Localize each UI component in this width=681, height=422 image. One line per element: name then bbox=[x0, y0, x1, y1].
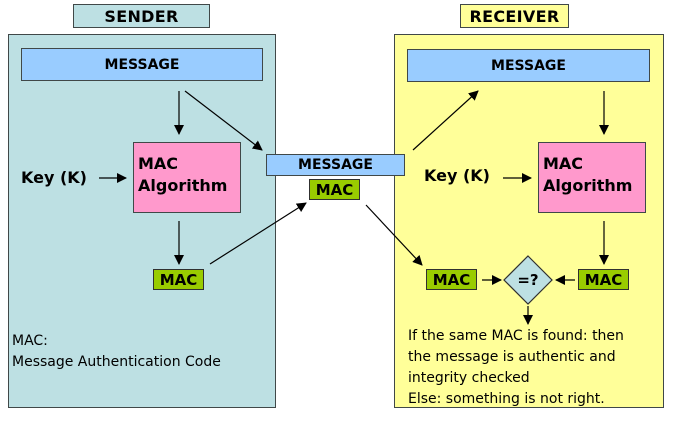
receiver-note-line: Else: something is not right. bbox=[408, 391, 605, 407]
sender-mac-box: MAC bbox=[153, 269, 204, 290]
sender-mac-algorithm-box: MAC Algorithm bbox=[133, 142, 241, 213]
sender-key-label: Key (K) bbox=[21, 168, 87, 187]
receiver-received-mac-box: MAC bbox=[426, 269, 477, 290]
receiver-note-line: the message is authentic and bbox=[408, 349, 616, 365]
sender-note-line: MAC: bbox=[12, 333, 48, 349]
arrow-transit-mac-to-receiver-mac bbox=[365, 204, 423, 266]
sender-note: MAC: Message Authentication Code bbox=[12, 331, 221, 373]
transit-mac-box: MAC bbox=[309, 179, 360, 200]
compare-diamond bbox=[503, 255, 553, 305]
arrow-transit-to-receiver-message bbox=[412, 90, 479, 151]
receiver-mac-algorithm-box: MAC Algorithm bbox=[538, 142, 646, 213]
receiver-computed-mac-box: MAC bbox=[578, 269, 629, 290]
receiver-key-label: Key (K) bbox=[424, 166, 490, 185]
sender-note-line: Message Authentication Code bbox=[12, 354, 221, 370]
receiver-note: If the same MAC is found: then the messa… bbox=[408, 326, 624, 410]
receiver-message-box: MESSAGE bbox=[407, 49, 650, 82]
receiver-note-line: If the same MAC is found: then bbox=[408, 328, 624, 344]
receiver-panel bbox=[394, 34, 664, 408]
sender-title: SENDER bbox=[73, 4, 210, 28]
transit-message-box: MESSAGE bbox=[266, 154, 405, 176]
arrow-sender-message-to-transit bbox=[184, 90, 263, 151]
arrow-sender-mac-to-transit bbox=[209, 202, 307, 265]
receiver-note-line: integrity checked bbox=[408, 370, 530, 386]
sender-algorithm-label-line2: Algorithm bbox=[138, 176, 228, 195]
receiver-title: RECEIVER bbox=[460, 4, 569, 28]
sender-message-box: MESSAGE bbox=[21, 48, 263, 81]
sender-algorithm-label-line1: MAC bbox=[138, 154, 179, 173]
compare-label: =? bbox=[517, 271, 539, 289]
receiver-algorithm-label-line2: Algorithm bbox=[543, 176, 633, 195]
receiver-algorithm-label-line1: MAC bbox=[543, 154, 584, 173]
sender-panel bbox=[8, 34, 276, 408]
